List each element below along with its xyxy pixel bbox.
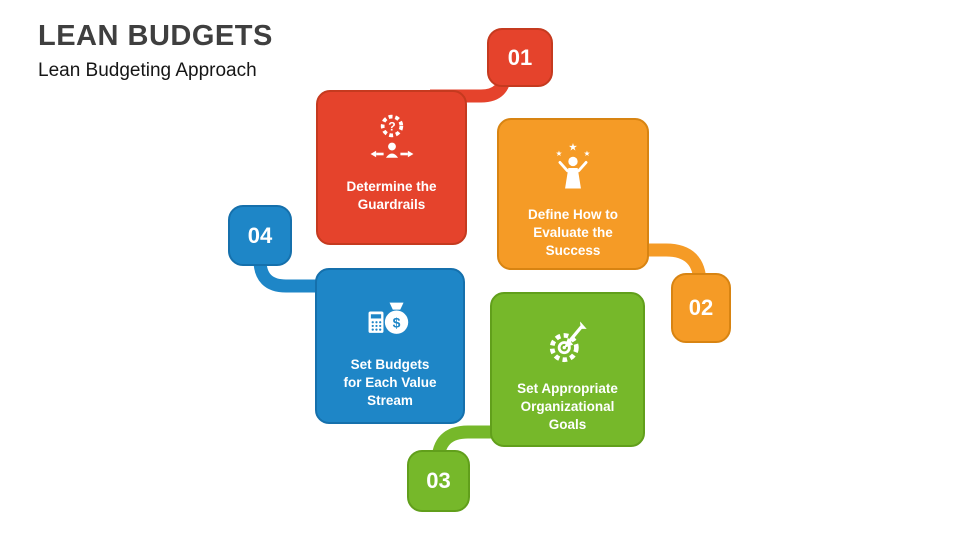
page-subtitle: Lean Budgeting Approach bbox=[38, 60, 257, 81]
svg-text:$: $ bbox=[393, 314, 401, 330]
gear-dart-icon bbox=[540, 312, 596, 372]
step-badge-2: 02 bbox=[671, 273, 731, 343]
step-badge-1: 01 bbox=[487, 28, 553, 87]
step-label-1: Determine the Guardrails bbox=[346, 179, 437, 213]
svg-text:★: ★ bbox=[556, 149, 563, 158]
svg-text:★: ★ bbox=[568, 141, 577, 153]
svg-text:★: ★ bbox=[584, 149, 591, 158]
step-label-3: Set Appropriate Organizational Goals bbox=[517, 381, 618, 433]
step-label-2: Define How to Evaluate the Success bbox=[528, 207, 618, 259]
gear-question-person-icon: ? bbox=[364, 110, 420, 170]
step-badge-3: 03 bbox=[407, 450, 470, 512]
winner-stars-icon: ★ ★ ★ bbox=[545, 138, 601, 198]
step-card-3: Set Appropriate Organizational Goals bbox=[490, 292, 645, 447]
page-title: LEAN BUDGETS bbox=[38, 20, 273, 52]
step-number-4: 04 bbox=[247, 222, 273, 248]
step-label-4: Set Budgets for Each Value Stream bbox=[343, 357, 437, 409]
step-number-3: 03 bbox=[426, 468, 451, 493]
step-badge-4: 04 bbox=[228, 205, 292, 266]
step-card-1: ? Determine the Guardrails bbox=[316, 90, 467, 245]
money-bag-calculator-icon: $ bbox=[362, 288, 418, 348]
step-number-2: 02 bbox=[688, 295, 714, 320]
svg-text:?: ? bbox=[388, 120, 395, 134]
step-card-4: $ Set Budgets for Each Value Stream bbox=[315, 268, 465, 424]
step-card-2: ★ ★ ★ Define How to Evaluate the Success bbox=[497, 118, 649, 270]
step-number-1: 01 bbox=[507, 44, 533, 70]
